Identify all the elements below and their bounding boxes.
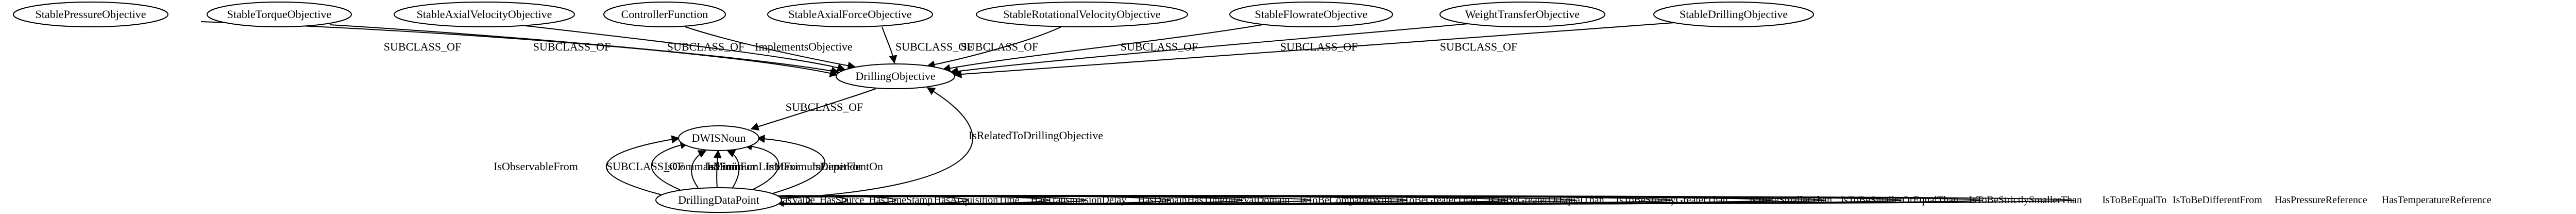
node-ellipse [603, 2, 726, 27]
self-loop-edge [778, 195, 2075, 206]
edge-label: SUBCLASS_OF [895, 40, 973, 53]
node-drilling-data-point: DrillingDataPoint [655, 187, 782, 213]
node-stable-torque-objective: StableTorqueObjective [207, 2, 352, 27]
edge-drilling-data-point-to-dwis-noun [691, 150, 707, 188]
node-ellipse [976, 2, 1188, 27]
edge-label: SUBCLASS_OF [606, 160, 684, 173]
node-ellipse [655, 187, 782, 213]
edge-stable-axial-force-objective-to-drilling-objective [882, 26, 897, 64]
node-ellipse [836, 63, 955, 89]
edge-label: IsObservableFrom [494, 160, 578, 173]
self-loop-label: IsToBeStrictlySmallerThan [1969, 194, 2082, 206]
node-label: StableAxialForceObjective [788, 8, 911, 21]
node-label: DrillingDataPoint [678, 193, 759, 206]
edge-stable-flowrate-objective-to-drilling-objective [942, 24, 1263, 73]
node-ellipse [678, 125, 759, 151]
self-loop-label: IsToBeDifferentFrom [2173, 194, 2262, 206]
node-stable-flowrate-objective: StableFlowrateObjective [1229, 2, 1393, 27]
edge-label: ImplementsObjective [755, 40, 852, 53]
self-loop-label: IsToBeSmallerThan [1749, 194, 1832, 206]
node-label: StableDrillingObjective [1680, 8, 1788, 21]
node-label: StableFlowrateObjective [1255, 8, 1368, 21]
edge-weight-transfer-objective-to-drilling-objective [950, 23, 1469, 76]
node-ellipse [1439, 2, 1605, 27]
node-label: WeightTransferObjective [1465, 8, 1580, 21]
node-label: DWISNoun [691, 131, 745, 144]
edge-stable-drilling-objective-to-drilling-objective [953, 22, 1675, 78]
edge-drilling-data-point-to-dwis-noun [605, 135, 680, 195]
edge-label: SUBCLASS_OF [786, 101, 863, 113]
nodes-layer: StablePressureObjective StableTorqueObjec… [13, 2, 1814, 213]
edge-stable-axial-velocity-objective-to-drilling-objective [525, 25, 846, 72]
node-dwis-noun: DWISNoun [678, 125, 759, 151]
node-label: ControllerFunction [621, 8, 708, 21]
node-stable-rotational-velocity-objective: StableRotationalVelocityObjective [976, 2, 1188, 27]
edge-label: SUBCLASS_OF [384, 40, 461, 53]
edge-drilling-objective-to-dwis-noun [750, 88, 876, 131]
edge-drilling-data-point-to-dwis-noun [743, 142, 779, 190]
node-stable-drilling-objective: StableDrillingObjective [1653, 2, 1814, 27]
self-loop-label: HasPressureReference [2275, 194, 2367, 206]
edge-stable-torque-objective-to-drilling-objective [329, 24, 840, 75]
edge-label: SUBCLASS_OF [1440, 40, 1517, 53]
node-ellipse [1229, 2, 1393, 27]
edge-label: SUBCLASS_OF [667, 40, 744, 53]
edge-drilling-data-point-to-drilling-objective [780, 87, 973, 199]
node-label: StablePressureObjective [35, 8, 146, 21]
edge-label: IsRelatedToDrillingObjective [969, 129, 1103, 142]
edge-label: SUBCLASS_OF [961, 40, 1038, 53]
edge-drilling-data-point-to-dwis-noun [756, 135, 826, 195]
node-drilling-objective: DrillingObjective [836, 63, 955, 89]
edge-label: IsLimitFor [707, 160, 756, 173]
node-weight-transfer-objective: WeightTransferObjective [1439, 2, 1605, 27]
edge-drilling-data-point-to-dwis-noun [651, 141, 689, 190]
node-label: StableRotationalVelocityObjective [1003, 8, 1160, 21]
edge-drilling-data-point-to-dwis-noun [713, 150, 722, 188]
edge-label: IsMaximumLimitFor [766, 160, 863, 173]
edge-stable-rotational-velocity-objective-to-drilling-objective [926, 26, 1062, 69]
node-ellipse [13, 2, 168, 27]
node-ellipse [767, 2, 933, 27]
node-stable-axial-velocity-objective: StableAxialVelocityObjective [394, 2, 575, 27]
node-ellipse [394, 2, 575, 27]
edge-label: IsCommandFor [664, 160, 736, 173]
node-stable-pressure-objective: StablePressureObjective [13, 2, 168, 27]
self-loop-label: IsToBeEqualTo [2102, 194, 2166, 206]
edge-label: SUBCLASS_OF [533, 40, 611, 53]
node-controller-function: ControllerFunction [603, 2, 726, 27]
edge-controller-function-to-drilling-objective [685, 26, 856, 70]
node-label: DrillingObjective [855, 70, 935, 83]
edge-label: IsDependentOn [812, 160, 883, 173]
node-label: StableTorqueObjective [227, 8, 332, 21]
node-ellipse [1653, 2, 1814, 27]
self-loop-label: HasTemperatureReference [2382, 194, 2492, 206]
edge-drilling-data-point-to-dwis-noun [726, 150, 740, 188]
edge-label: IsMinimumLimitFor [705, 160, 800, 173]
node-label: StableAxialVelocityObjective [417, 8, 552, 21]
node-stable-axial-force-objective: StableAxialForceObjective [767, 2, 933, 27]
node-ellipse [207, 2, 352, 27]
